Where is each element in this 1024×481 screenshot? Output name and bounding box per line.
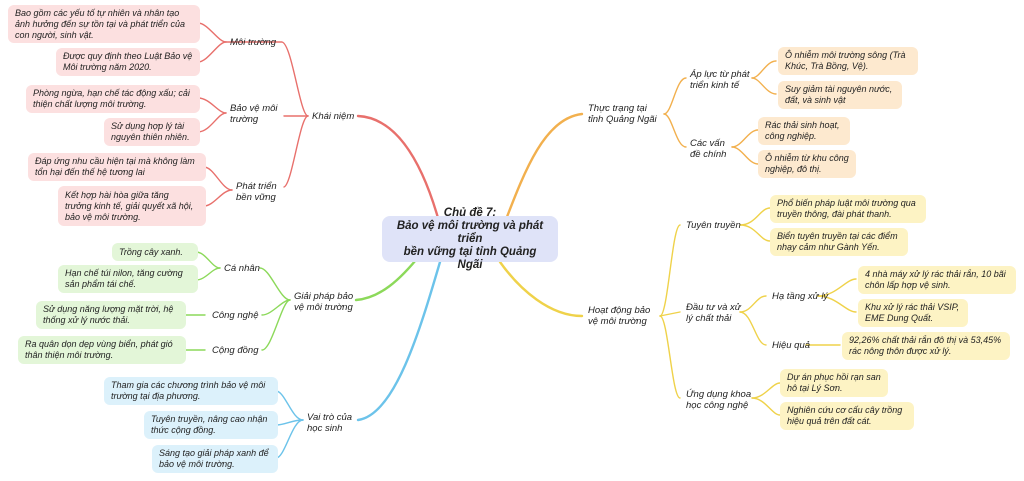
item-text: Suy giảm tài nguyên nước, đất, và sinh v… bbox=[785, 84, 893, 105]
vai-tro-item-2[interactable]: Tuyên truyền, nâng cao nhận thức cộng đồ… bbox=[144, 411, 278, 439]
topic-ap-luc-label: Áp lực từ phát triển kinh tế bbox=[690, 69, 750, 91]
moi-truong-item-2[interactable]: Được quy định theo Luật Bảo vệ Môi trườn… bbox=[56, 48, 200, 76]
branch-vai-tro-label: Vai trò của học sinh bbox=[307, 412, 353, 434]
topic-hieu-qua[interactable]: Hiệu quả bbox=[768, 338, 814, 353]
item-text: Sáng tạo giải pháp xanh để bảo vệ môi tr… bbox=[159, 448, 269, 469]
cong-dong-item-1[interactable]: Ra quân dọn dẹp vùng biển, phát gió thân… bbox=[18, 336, 186, 364]
topic-bao-ve-moi-truong[interactable]: Bảo vệ môi trường bbox=[226, 101, 282, 127]
item-text: Nghiên cứu cơ cấu cây trồng hiệu quả trê… bbox=[787, 405, 903, 426]
topic-ca-nhan-label: Cá nhân bbox=[224, 263, 260, 274]
topic-ap-luc[interactable]: Áp lực từ phát triển kinh tế bbox=[686, 67, 754, 93]
topic-cong-dong[interactable]: Cộng đồng bbox=[208, 343, 262, 358]
item-text: Ô nhiễm từ khu công nghiệp, đô thị. bbox=[765, 153, 849, 174]
item-text: Tham gia các chương trình bảo vệ môi trư… bbox=[111, 380, 266, 401]
central-topic-title: Chủ đề 7: bbox=[443, 206, 497, 219]
bao-ve-item-2[interactable]: Sử dụng hợp lý tài nguyên thiên nhiên. bbox=[104, 118, 200, 146]
topic-ung-dung-khoa-hoc[interactable]: Ứng dụng khoa học công nghệ bbox=[682, 387, 755, 413]
ung-dung-item-1[interactable]: Dự án phục hồi rạn san hô tại Lý Sơn. bbox=[780, 369, 888, 397]
tuyen-truyen-item-2[interactable]: Biển tuyên truyền tại các điểm nhạy cảm … bbox=[770, 228, 908, 256]
topic-tuyen-truyen[interactable]: Tuyên truyền bbox=[682, 218, 745, 233]
item-text: Rác thải sinh hoạt, công nghiệp. bbox=[765, 120, 840, 141]
branch-khai-niem-label: Khái niệm bbox=[312, 111, 355, 122]
topic-ung-dung-label: Ứng dụng khoa học công nghệ bbox=[686, 389, 752, 411]
item-text: Khu xử lý rác thải VSIP, EME Dung Quất. bbox=[865, 302, 960, 323]
item-text: Phổ biến pháp luật môi trường qua truyền… bbox=[777, 198, 916, 219]
item-text: Kết hợp hài hòa giữa tăng trưởng kinh tế… bbox=[65, 189, 194, 222]
branch-hoat-dong-label: Hoạt động bảo vệ môi trường bbox=[588, 305, 651, 327]
topic-cong-nghe-label: Công nghệ bbox=[212, 310, 259, 321]
van-de-item-2[interactable]: Ô nhiễm từ khu công nghiệp, đô thị. bbox=[758, 150, 856, 178]
ap-luc-item-2[interactable]: Suy giảm tài nguyên nước, đất, và sinh v… bbox=[778, 81, 902, 109]
tuyen-truyen-item-1[interactable]: Phổ biến pháp luật môi trường qua truyền… bbox=[770, 195, 926, 223]
topic-ha-tang-label: Hạ tầng xử lý bbox=[772, 291, 829, 302]
topic-ca-nhan[interactable]: Cá nhân bbox=[220, 261, 264, 276]
phat-trien-item-2[interactable]: Kết hợp hài hòa giữa tăng trưởng kinh tế… bbox=[58, 186, 206, 226]
van-de-item-1[interactable]: Rác thải sinh hoạt, công nghiệp. bbox=[758, 117, 850, 145]
item-text: Sử dụng hợp lý tài nguyên thiên nhiên. bbox=[111, 121, 190, 142]
topic-phat-trien-ben-vung[interactable]: Phát triển bền vững bbox=[232, 179, 281, 205]
branch-thuc-trang[interactable]: Thực trạng tại tỉnh Quảng Ngãi bbox=[584, 101, 661, 127]
phat-trien-item-1[interactable]: Đáp ứng nhu cầu hiện tại mà không làm tổ… bbox=[28, 153, 206, 181]
topic-moi-truong-label: Môi trường bbox=[230, 37, 277, 48]
branch-khai-niem[interactable]: Khái niệm bbox=[308, 109, 358, 124]
topic-ha-tang-xu-ly[interactable]: Hạ tầng xử lý bbox=[768, 289, 832, 304]
topic-bao-ve-label: Bảo vệ môi trường bbox=[230, 103, 278, 125]
item-text: Ô nhiễm môi trường sông (Trà Khúc, Trà B… bbox=[785, 50, 906, 71]
topic-van-de-label: Các vấn đề chính bbox=[690, 138, 727, 160]
topic-dau-tu-label: Đầu tư và xử lý chất thải bbox=[686, 302, 741, 324]
vai-tro-item-1[interactable]: Tham gia các chương trình bảo vệ môi trư… bbox=[104, 377, 278, 405]
topic-tuyen-truyen-label: Tuyên truyền bbox=[686, 220, 741, 231]
trunk-hoat-dong bbox=[498, 260, 584, 318]
moi-truong-item-1[interactable]: Bao gồm các yếu tố tự nhiên và nhân tạo … bbox=[8, 5, 200, 43]
item-text: Trồng cây xanh. bbox=[119, 246, 183, 257]
ca-nhan-item-1[interactable]: Trồng cây xanh. bbox=[112, 243, 198, 261]
topic-dau-tu-xu-ly[interactable]: Đầu tư và xử lý chất thải bbox=[682, 300, 745, 326]
vai-tro-item-3[interactable]: Sáng tạo giải pháp xanh để bảo vệ môi tr… bbox=[152, 445, 278, 473]
branch-hoat-dong[interactable]: Hoạt động bảo vệ môi trường bbox=[584, 303, 654, 329]
ca-nhan-item-2[interactable]: Hạn chế túi nilon, tăng cường sản phẩm t… bbox=[58, 265, 198, 293]
branch-thuc-trang-label: Thực trạng tại tỉnh Quảng Ngãi bbox=[588, 103, 657, 125]
topic-van-de-chinh[interactable]: Các vấn đề chính bbox=[686, 136, 730, 162]
trunk-thuc-trang bbox=[503, 112, 584, 224]
central-topic[interactable]: Chủ đề 7: Bảo vệ môi trường và phát triể… bbox=[382, 207, 558, 271]
ap-luc-item-1[interactable]: Ô nhiễm môi trường sông (Trà Khúc, Trà B… bbox=[778, 47, 918, 75]
item-text: Biển tuyên truyền tại các điểm nhạy cảm … bbox=[777, 231, 898, 252]
item-text: Tuyên truyền, nâng cao nhận thức cộng đồ… bbox=[151, 414, 268, 435]
item-text: Ra quân dọn dẹp vùng biển, phát gió thân… bbox=[25, 339, 173, 360]
item-text: Sử dụng năng lượng mặt trời, hệ thống xử… bbox=[43, 304, 174, 325]
trunk-vai-tro bbox=[356, 260, 442, 422]
bao-ve-item-1[interactable]: Phòng ngừa, hạn chế tác động xấu; cải th… bbox=[26, 85, 200, 113]
topic-hieu-qua-label: Hiệu quả bbox=[772, 340, 811, 351]
item-text: 4 nhà máy xử lý rác thải rắn, 10 bãi chô… bbox=[865, 269, 1006, 290]
branch-vai-tro[interactable]: Vai trò của học sinh bbox=[303, 410, 356, 436]
item-text: Bao gồm các yếu tố tự nhiên và nhân tạo … bbox=[15, 7, 185, 40]
branch-giai-phap[interactable]: Giải pháp bảo vệ môi trường bbox=[290, 289, 357, 315]
branch-giai-phap-label: Giải pháp bảo vệ môi trường bbox=[294, 291, 354, 313]
topic-cong-nghe[interactable]: Công nghệ bbox=[208, 308, 262, 323]
ung-dung-item-2[interactable]: Nghiên cứu cơ cấu cây trồng hiệu quả trê… bbox=[780, 402, 914, 430]
cong-nghe-item-1[interactable]: Sử dụng năng lượng mặt trời, hệ thống xử… bbox=[36, 301, 186, 329]
topic-phat-trien-label: Phát triển bền vững bbox=[236, 181, 277, 203]
topic-cong-dong-label: Cộng đồng bbox=[212, 345, 259, 356]
ha-tang-item-2[interactable]: Khu xử lý rác thải VSIP, EME Dung Quất. bbox=[858, 299, 968, 327]
topic-moi-truong[interactable]: Môi trường bbox=[226, 35, 280, 50]
trunk-giai-phap bbox=[354, 253, 422, 302]
ha-tang-item-1[interactable]: 4 nhà máy xử lý rác thải rắn, 10 bãi chô… bbox=[858, 266, 1016, 294]
item-text: Hạn chế túi nilon, tăng cường sản phẩm t… bbox=[65, 268, 183, 289]
item-text: 92,26% chất thải rắn đô thị và 53,45% rá… bbox=[849, 335, 1002, 356]
item-text: Dự án phục hồi rạn san hô tại Lý Sơn. bbox=[787, 372, 881, 393]
trunk-khai-niem bbox=[356, 114, 442, 227]
central-topic-subtitle: Bảo vệ môi trường và phát triển bền vững… bbox=[396, 219, 544, 271]
item-text: Được quy định theo Luật Bảo vệ Môi trườn… bbox=[63, 51, 193, 72]
item-text: Phòng ngừa, hạn chế tác động xấu; cải th… bbox=[33, 88, 190, 109]
hieu-qua-item-1[interactable]: 92,26% chất thải rắn đô thị và 53,45% rá… bbox=[842, 332, 1010, 360]
item-text: Đáp ứng nhu cầu hiện tại mà không làm tổ… bbox=[35, 156, 195, 177]
